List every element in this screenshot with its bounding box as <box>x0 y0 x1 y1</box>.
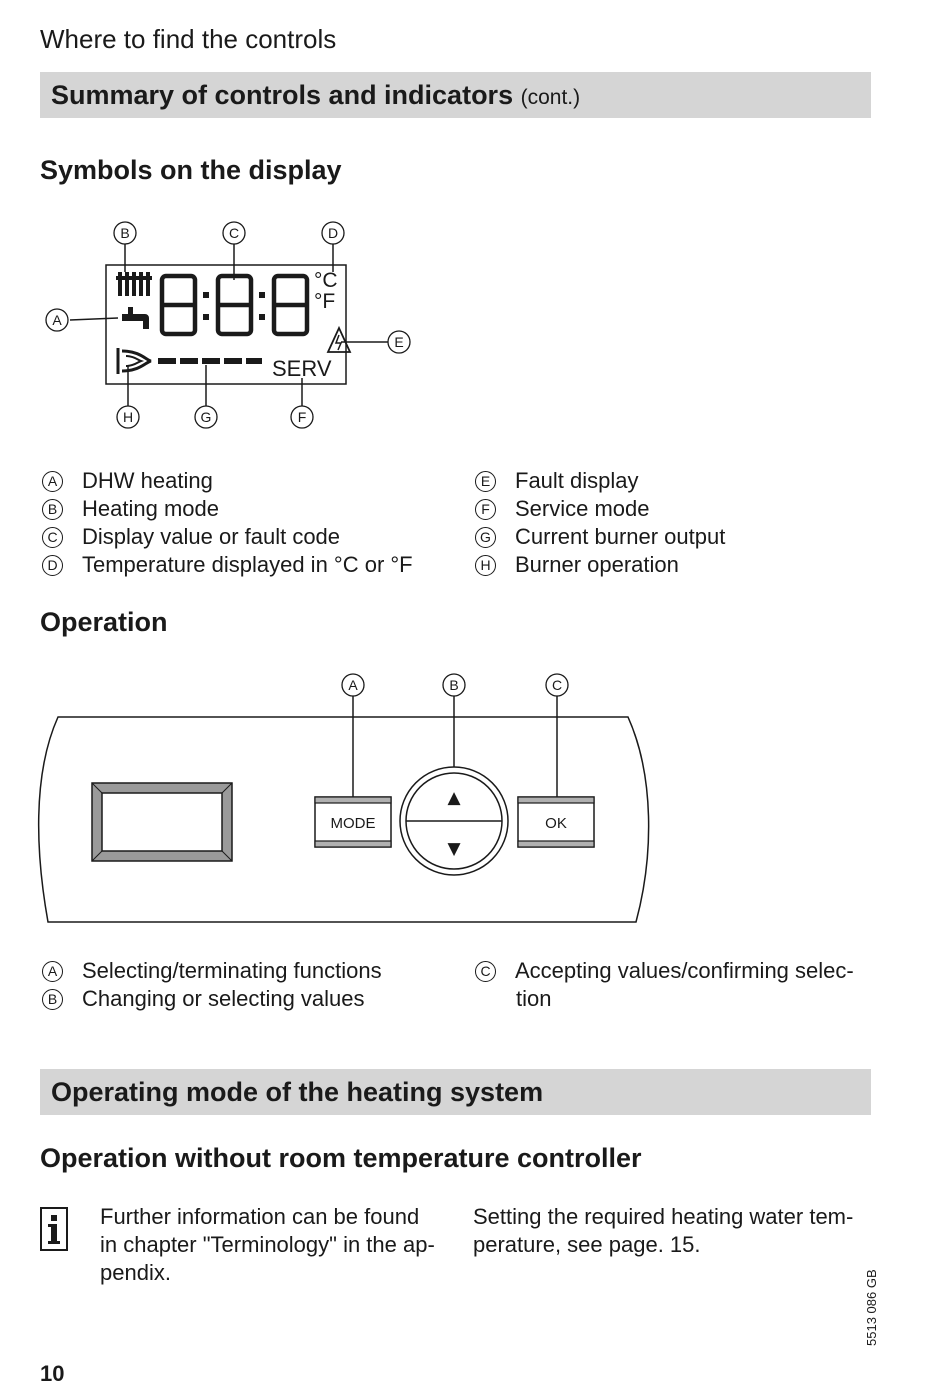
display-heading: Symbols on the display <box>40 155 342 185</box>
legend-row: D Temperature displayed in °C or °F <box>42 551 413 579</box>
legend-row: H Burner operation <box>475 551 725 579</box>
marker-letter: G <box>201 409 212 425</box>
legend-text: Fault display <box>515 468 639 493</box>
display-frame <box>105 264 347 385</box>
legend-text: Display value or fault code <box>82 524 341 549</box>
section-title-suffix: (cont.) <box>520 86 581 109</box>
mode-button-label: MODE <box>331 815 376 832</box>
marker-letter: C <box>552 677 562 693</box>
down-arrow-icon: ▼ <box>447 839 461 859</box>
legend-key-circle: C <box>42 526 63 548</box>
legend-row: A DHW heating <box>42 467 413 495</box>
legend-text: Burner operation <box>515 552 679 577</box>
legend-key-circle: B <box>42 988 63 1010</box>
marker-letter: A <box>52 312 62 328</box>
chapter-title: Where to find the controls <box>40 24 337 54</box>
up-arrow-icon: ▲ <box>447 788 461 808</box>
marker-letter: B <box>120 225 129 241</box>
legend-text: Changing or selecting values <box>82 986 365 1011</box>
legend-key-circle: G <box>475 526 496 548</box>
legend-row: E Fault display <box>475 467 725 495</box>
marker-circle <box>442 673 466 697</box>
section-bar-summary: Summary of controls and indicators (cont… <box>40 72 871 118</box>
ok-button-label: OK <box>545 815 567 832</box>
marker-circle <box>222 221 246 245</box>
marker-circle <box>113 221 137 245</box>
warning-triangle-icon <box>326 325 352 353</box>
legend-row: A Selecting/terminating functions <box>42 957 382 985</box>
marker-circle <box>387 330 411 354</box>
radiator-icon <box>116 272 152 296</box>
legend-key-circle: C <box>475 960 496 982</box>
operation-heading: Operation <box>40 607 168 637</box>
legend-text: Heating mode <box>82 496 219 521</box>
legend-text: Current burner output <box>515 524 726 549</box>
burner-output-bar <box>158 358 262 364</box>
legend-text: Selecting/terminating functions <box>82 958 382 983</box>
marker-letter: E <box>394 334 403 350</box>
info-text-left: Further information can be found in chap… <box>100 1203 435 1287</box>
marker-letter: C <box>229 225 239 241</box>
marker-circle <box>341 673 365 697</box>
seven-segment-digits <box>159 273 310 337</box>
legend-key-circle: E <box>475 470 496 492</box>
marker-letter: B <box>449 677 458 693</box>
legend-text: Temperature displayed in °C or °F <box>82 552 413 577</box>
info-text-line: in chapter "Terminology" in the ap- <box>100 1232 435 1257</box>
marker-circle <box>545 673 569 697</box>
section-title-operating-mode: Operating mode of the heating system <box>51 1077 544 1107</box>
legend-text: Service mode <box>515 496 650 521</box>
info-text-line: pendix. <box>100 1260 171 1285</box>
legend-key-circle: A <box>42 960 63 982</box>
marker-letter: D <box>328 225 338 241</box>
legend-row: C Display value or fault code <box>42 523 413 551</box>
marker-letter: A <box>348 677 358 693</box>
unit-fahrenheit-label: °F <box>314 290 335 313</box>
info-text-line: Further information can be found <box>100 1204 420 1229</box>
marker-letter: H <box>123 409 133 425</box>
display-window <box>91 782 233 862</box>
legend-row: G Current burner output <box>475 523 725 551</box>
info-text-line: perature, see page. 15. <box>473 1232 701 1257</box>
legend-key-circle: B <box>42 498 63 520</box>
marker-circle <box>45 308 69 332</box>
unit-celsius-label: °C <box>314 269 338 292</box>
operation-panel-diagram: MODE ▲ ▼ OK A B C <box>37 673 650 923</box>
legend-key-circle: H <box>475 554 496 576</box>
operation-legend-right: C Accepting values/confirming selec- tio… <box>475 957 854 1013</box>
info-text-right: Setting the required heating water tem- … <box>473 1203 853 1259</box>
marker-circle <box>194 405 218 429</box>
up-down-control[interactable]: ▲ ▼ <box>399 766 509 876</box>
serv-label: SERV <box>272 356 332 381</box>
digit-colons <box>203 292 265 320</box>
legend-text: Accepting values/confirming selec- <box>515 958 854 983</box>
section-bar-operating-mode: Operating mode of the heating system <box>40 1069 871 1115</box>
mode-button[interactable]: MODE <box>314 796 392 848</box>
legend-key-circle: F <box>475 498 496 520</box>
legend-text-continued: tion <box>516 986 552 1011</box>
flame-icon <box>116 348 152 374</box>
marker-letter: F <box>298 409 307 425</box>
subsection-title: Operation without room temperature contr… <box>40 1143 642 1173</box>
marker-circle <box>290 405 314 429</box>
display-diagram: °C °F SERV A B C D E F G H <box>45 221 411 429</box>
marker-circle <box>321 221 345 245</box>
info-text-line: Setting the required heating water tem- <box>473 1204 854 1229</box>
info-icon <box>40 1207 68 1251</box>
legend-row: F Service mode <box>475 495 725 523</box>
legend-key-circle: A <box>42 470 63 492</box>
section-title-summary: Summary of controls and indicators (cont… <box>51 80 581 110</box>
page-number: 10 <box>40 1361 65 1386</box>
legend-row: B Changing or selecting values <box>42 985 382 1013</box>
legend-key-circle: D <box>42 554 63 576</box>
marker-circle <box>116 405 140 429</box>
legend-row: B Heating mode <box>42 495 413 523</box>
ok-button[interactable]: OK <box>517 796 595 848</box>
document-number: 5513 086 GB <box>864 1269 879 1346</box>
legend-text: DHW heating <box>82 468 213 493</box>
tap-icon <box>122 307 149 329</box>
